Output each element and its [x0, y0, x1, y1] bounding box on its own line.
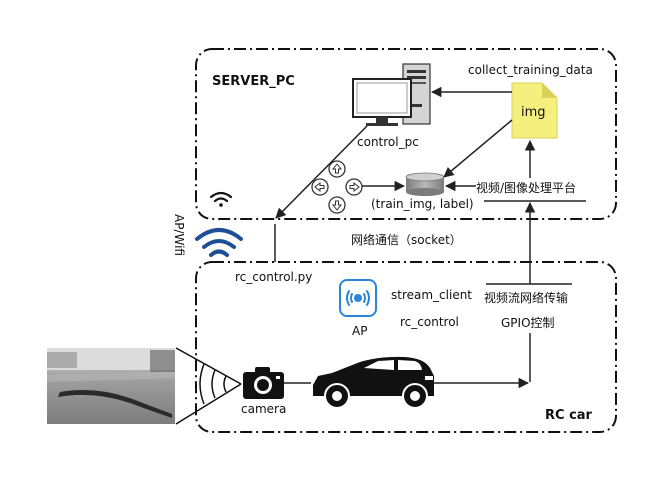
desktop-computer-icon — [352, 63, 431, 126]
ap-label: AP — [352, 324, 367, 338]
img-label: img — [521, 105, 546, 120]
rc-control-label: rc_control — [400, 315, 459, 329]
rc-car-title: RC car — [545, 408, 593, 423]
ap-wifi-label: AP/Wifi — [172, 214, 186, 256]
train-database-label: (train_img, label) — [371, 197, 474, 211]
connectors — [274, 86, 536, 389]
control-pc-label: control_pc — [357, 135, 419, 149]
video-platform-label: 视频/图像处理平台 — [476, 180, 576, 195]
direction-pad-icon — [311, 160, 363, 214]
arrow-pc-to-rc-control — [275, 125, 368, 219]
camera-icon — [243, 367, 284, 399]
server-pc-region: SERVER_PC — [195, 48, 617, 220]
camera-label: camera — [241, 402, 286, 416]
wifi-router-icon — [339, 279, 377, 317]
arrow-img-to-database — [443, 119, 513, 178]
car-icon — [313, 356, 434, 409]
collect-training-data-label: collect_training_data — [468, 63, 593, 77]
camera-view-cone — [175, 347, 242, 425]
database-icon — [405, 172, 445, 196]
rc-control-py-label: rc_control.py — [235, 270, 312, 284]
video-stream-label: 视频流网络传输 — [484, 290, 568, 305]
wifi-icon — [209, 191, 233, 207]
rc-car-region: RC car — [195, 261, 617, 433]
server-pc-title: SERVER_PC — [212, 74, 295, 89]
network-socket-label: 网络通信（socket） — [351, 232, 462, 247]
road-camera-view-image — [47, 348, 175, 424]
stream-client-label: stream_client — [391, 288, 472, 302]
large-wifi-icon — [195, 228, 243, 257]
document-icon: img — [511, 82, 558, 139]
gpio-label: GPIO控制 — [501, 316, 555, 330]
